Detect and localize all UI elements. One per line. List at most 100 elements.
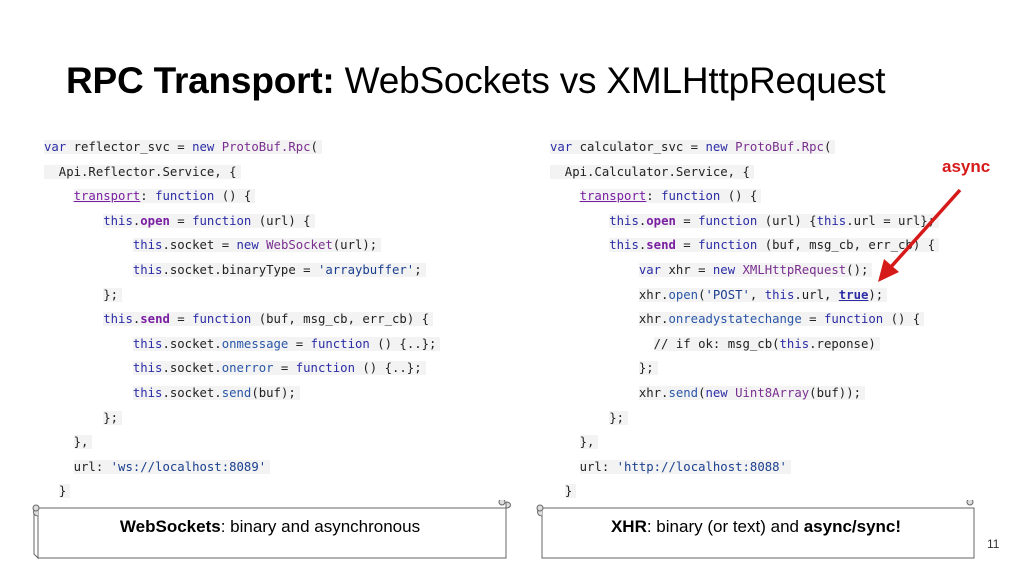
xhr-code-block: var calculator_svc = new ProtoBuf.Rpc( A… bbox=[550, 135, 940, 504]
token: ( bbox=[310, 140, 318, 154]
token: // if ok: msg_cb( bbox=[653, 336, 780, 351]
token: }, bbox=[579, 435, 599, 450]
token: this bbox=[816, 213, 847, 228]
code-line: var xhr = new XMLHttpRequest(); bbox=[550, 258, 939, 283]
token: ( bbox=[823, 140, 832, 154]
token: this bbox=[132, 385, 163, 400]
token: () { bbox=[883, 312, 921, 327]
token: .socket. bbox=[162, 385, 222, 400]
token: onreadystatechange bbox=[668, 312, 802, 327]
code-line: }, bbox=[44, 430, 440, 455]
token: }, bbox=[73, 435, 93, 450]
token: = bbox=[675, 213, 699, 228]
token: XMLHttpRequest bbox=[742, 262, 847, 277]
summary-mid: : binary (or text) and bbox=[646, 517, 804, 536]
summary-bold: XHR bbox=[610, 517, 647, 536]
token: : bbox=[140, 189, 156, 204]
code-line: var reflector_svc = new ProtoBuf.Rpc( bbox=[44, 135, 440, 160]
code-line: url: 'ws://localhost:8089' bbox=[44, 455, 440, 480]
token: 'ws://localhost:8089' bbox=[110, 459, 267, 474]
scroll-banner-shape bbox=[536, 500, 975, 559]
token: Api.Reflector.Service, { bbox=[44, 164, 241, 179]
summary-bold: WebSockets bbox=[119, 517, 221, 536]
token: function bbox=[661, 189, 721, 204]
token: this bbox=[764, 287, 795, 302]
token: 'http://localhost:8088' bbox=[616, 459, 787, 474]
token: url: bbox=[579, 459, 617, 474]
token: this bbox=[132, 361, 163, 376]
websockets-summary-text: WebSockets: binary and asynchronous bbox=[28, 517, 512, 537]
token: send bbox=[668, 385, 699, 400]
token: function bbox=[823, 312, 884, 327]
websocket-code-block: var reflector_svc = new ProtoBuf.Rpc( Ap… bbox=[44, 135, 441, 504]
token: = bbox=[273, 361, 296, 376]
token: new bbox=[705, 385, 728, 400]
token: .socket. bbox=[162, 361, 222, 376]
token: onmessage bbox=[221, 336, 289, 351]
code-line: }; bbox=[550, 356, 939, 381]
code-line: transport: function () { bbox=[44, 184, 440, 209]
code-line: var calculator_svc = new ProtoBuf.Rpc( bbox=[550, 135, 939, 160]
title-rest: WebSockets vs XMLHttpRequest bbox=[334, 60, 886, 101]
token: var bbox=[638, 262, 662, 277]
token: } bbox=[58, 484, 71, 499]
code-line: this.socket = new WebSocket(url); bbox=[44, 233, 440, 258]
token: xhr. bbox=[638, 385, 669, 400]
token: () { bbox=[720, 189, 758, 204]
token: . bbox=[638, 238, 647, 253]
xhr-summary-banner: XHR: binary (or text) and async/sync! bbox=[532, 500, 980, 560]
xhr-summary-text: XHR: binary (or text) and async/sync! bbox=[532, 517, 980, 537]
token: Uint8Array bbox=[735, 385, 810, 400]
code-line: Api.Reflector.Service, { bbox=[44, 160, 440, 185]
token: (buf); bbox=[251, 385, 296, 400]
token: new bbox=[192, 140, 215, 154]
token: new bbox=[712, 262, 736, 277]
token: function bbox=[192, 312, 252, 327]
token: this bbox=[132, 336, 163, 351]
token: ( bbox=[698, 385, 706, 400]
token: this bbox=[779, 336, 810, 351]
code-line: this.send = function (buf, msg_cb, err_c… bbox=[44, 307, 440, 332]
code-line: this.open = function (url) { bbox=[44, 209, 440, 234]
token: url: bbox=[73, 459, 111, 474]
code-line: xhr.send(new Uint8Array(buf)); bbox=[550, 381, 939, 406]
code-line: this.socket.onerror = function () {..}; bbox=[44, 356, 440, 381]
token: this bbox=[103, 213, 133, 228]
token: () { bbox=[214, 189, 252, 204]
token: send bbox=[221, 385, 252, 400]
token: (buf, msg_cb, err_cb) { bbox=[251, 312, 430, 327]
token: }; bbox=[103, 410, 123, 425]
token: this bbox=[609, 213, 639, 228]
async-annotation-label: async bbox=[942, 157, 991, 176]
token: WebSocket bbox=[266, 238, 333, 253]
token: .reponse) bbox=[809, 336, 876, 351]
token: .socket = bbox=[162, 238, 237, 253]
token: (url) { bbox=[757, 213, 817, 228]
token: new bbox=[236, 238, 259, 253]
code-line: }, bbox=[550, 430, 939, 455]
token: . bbox=[132, 213, 141, 228]
token: () {..}; bbox=[354, 361, 422, 376]
token: new bbox=[705, 140, 728, 154]
token: calculator_svc = bbox=[572, 140, 706, 154]
token: = bbox=[675, 238, 699, 253]
token: : bbox=[646, 189, 662, 204]
code-line: xhr.open('POST', this.url, true); bbox=[550, 283, 939, 308]
token: 'arraybuffer' bbox=[317, 262, 415, 277]
token: send bbox=[140, 312, 170, 327]
token: open bbox=[668, 287, 699, 302]
token: ; bbox=[414, 262, 422, 277]
token: (buf)); bbox=[809, 385, 861, 400]
token: function bbox=[698, 213, 758, 228]
slide-title: RPC Transport: WebSockets vs XMLHttpRequ… bbox=[66, 60, 886, 102]
token: this bbox=[609, 238, 639, 253]
page-number: 11 bbox=[987, 537, 1000, 551]
token: this bbox=[103, 312, 133, 327]
token: ); bbox=[868, 287, 884, 302]
code-line: Api.Calculator.Service, { bbox=[550, 160, 939, 185]
token: reflector_svc = bbox=[66, 140, 193, 154]
token: onerror bbox=[221, 361, 274, 376]
token: transport bbox=[579, 189, 647, 204]
token: var bbox=[550, 140, 573, 154]
code-line: // if ok: msg_cb(this.reponse) bbox=[550, 332, 939, 357]
